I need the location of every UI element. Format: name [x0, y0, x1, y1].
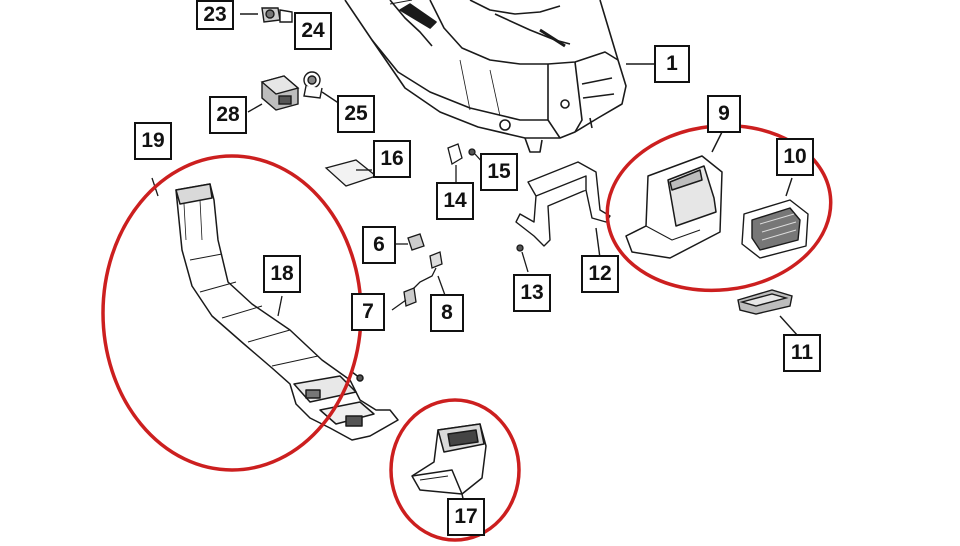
- part-1-console-body: [344, 0, 627, 153]
- callout-18: 18: [263, 255, 301, 293]
- callout-1: 1: [654, 45, 690, 83]
- callout-25: 25: [337, 95, 375, 133]
- callout-13: 13: [513, 274, 551, 312]
- callout-28: 28: [209, 96, 247, 134]
- callout-14: 14: [436, 182, 474, 220]
- part-13-screw: [516, 244, 529, 273]
- part-16-cover: [324, 159, 378, 187]
- part-23-24-fasteners: [240, 7, 293, 23]
- part-17-duct-outlet: [411, 423, 487, 513]
- part-10-vent: [741, 177, 809, 259]
- callout-9: 9: [707, 95, 741, 133]
- callout-19: 19: [134, 122, 172, 160]
- callout-8: 8: [430, 294, 464, 332]
- callout-7: 7: [351, 293, 385, 331]
- callout-17: 17: [447, 498, 485, 536]
- part-9-storage-bin: [625, 131, 723, 259]
- part-12-bracket: [515, 161, 611, 259]
- part-11-trim: [737, 289, 799, 337]
- callout-15: 15: [480, 153, 518, 191]
- highlight-ring-part-17: [389, 398, 521, 542]
- part-14-plug: [447, 143, 463, 182]
- callout-6: 6: [362, 226, 396, 264]
- part-6-7-8-wiring: [391, 233, 447, 311]
- callout-24: 24: [294, 12, 332, 50]
- callout-12: 12: [581, 255, 619, 293]
- callout-16: 16: [373, 140, 411, 178]
- part-28-switch: [247, 75, 300, 113]
- part-25-plug: [303, 71, 341, 105]
- callout-23: 23: [196, 0, 234, 30]
- callout-10: 10: [776, 138, 814, 176]
- callout-11: 11: [783, 334, 821, 372]
